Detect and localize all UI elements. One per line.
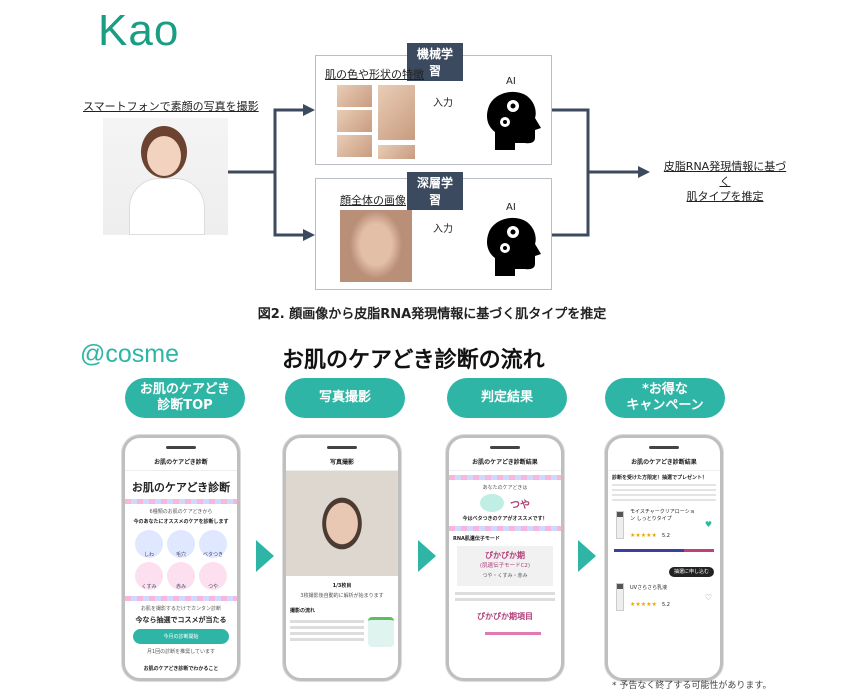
cosme-logo: @cosme: [80, 340, 180, 368]
heart-outline-icon[interactable]: ♡: [704, 592, 712, 602]
mode-sub: (肌遺伝子モードC2): [479, 563, 531, 569]
step-top: お肌のケアどき 診断TOP: [125, 378, 245, 418]
full-face-image: [340, 210, 412, 282]
product-item[interactable]: モイスチャークリアローション しっとりタイプ ★★★★★ 5.2 ♥: [608, 504, 720, 545]
frog-item[interactable]: くすみ: [135, 562, 163, 590]
flow-title: お肌のケアどき診断の流れ: [282, 348, 545, 373]
product-image: [616, 510, 624, 539]
step-campaign: *お得な キャンペーン: [605, 378, 725, 418]
ml-input-label: 入力: [433, 98, 453, 109]
heart-icon[interactable]: ♥: [704, 520, 712, 529]
screen-header: お肌のケアどき診断結果: [608, 453, 720, 471]
smartphone-user-photo: [103, 118, 228, 235]
result-line1: 皮脂RNA発現情報に基づく: [663, 160, 787, 188]
ml-feature-label: 肌の色や形状の特徴: [325, 68, 424, 81]
next-arrow-icon: [256, 540, 274, 572]
items-title: ぴかぴか期項目: [477, 612, 533, 621]
frog-item[interactable]: 赤み: [167, 562, 195, 590]
frog-item[interactable]: 毛穴: [167, 530, 195, 558]
screen-title: お肌のケアどき診断: [131, 481, 231, 494]
nose-crop-image: [337, 135, 372, 157]
photo-count: 1/3枚目: [332, 583, 352, 589]
dl-input-label: 入力: [433, 224, 453, 235]
frog-item[interactable]: しわ: [135, 530, 163, 558]
product-rating: 5.2: [662, 602, 670, 608]
step-photo: 写真撮影: [285, 378, 405, 418]
footnote: * 予告なく終了する可能性があります。: [612, 681, 772, 691]
ml-tag: 機械学習: [407, 43, 463, 81]
screen-sub2: 今のあなたにオススメのケアを診断します: [133, 519, 229, 525]
mode-name: ぴかぴか期: [485, 551, 525, 560]
frog-item[interactable]: ベタつき: [199, 530, 227, 558]
campaign-heading: 診断を受けた方限定！抽選でプレゼント！: [612, 475, 708, 481]
promo-line2: 今なら抽選でコスメが当たる: [135, 616, 227, 624]
dl-tag: 深層学習: [407, 172, 463, 210]
flow-heading: 撮影の流れ: [290, 608, 316, 614]
ml-ai-label: AI: [506, 76, 516, 87]
eye-crop-image: [337, 85, 372, 107]
promo-line1: お肌を撮影するだけでカンタン診断: [140, 606, 221, 612]
kao-logo: Kao: [98, 6, 180, 55]
screen-header: お肌のケアどき診断結果: [449, 453, 561, 471]
start-diagnosis-button[interactable]: 今月の診断開始: [133, 629, 229, 644]
ai-head-icon: [487, 217, 541, 276]
screen-sub1: 6種類のお肌のケアどきから: [149, 509, 213, 515]
phone-campaign: お肌のケアどき診断結果 診断を受けた方限定！抽選でプレゼント！ モイスチャークリ…: [605, 435, 723, 681]
care-note: 今はベタつきのケアがオススメです！: [462, 516, 548, 522]
ai-head-icon: [487, 91, 541, 150]
product-name: UVさらさら乳液: [630, 585, 668, 591]
dl-ai-label: AI: [506, 202, 516, 213]
screen-header: お肌のケアどき診断: [125, 453, 237, 471]
next-arrow-icon: [418, 540, 436, 572]
frog-icon: [368, 617, 394, 647]
product-name: モイスチャークリアローション しっとりタイプ: [630, 509, 695, 522]
phone-photo: 写真撮影 1/3枚目 3枚撮影後自動的に解析が始まります 撮影の流れ: [283, 435, 401, 681]
frog-icon: [480, 494, 504, 512]
product-item[interactable]: UVさらさら乳液 ★★★★★ 5.2 ♡: [608, 579, 720, 615]
phone-result: お肌のケアどき診断結果 あなたのケアどきは つや 今はベタつきのケアがオススメで…: [446, 435, 564, 681]
screen-header: 写真撮影: [286, 453, 398, 471]
face-capture-image: [286, 471, 398, 576]
lips-crop-image: [378, 145, 415, 159]
product-rating: 5.2: [662, 533, 670, 539]
photo-count-note: 3枚撮影後自動的に解析が始まります: [300, 593, 384, 599]
step-result: 判定結果: [447, 378, 567, 418]
section-heading: お肌のケアどき診断でわかること: [143, 666, 219, 672]
source-label: スマートフォンで素顔の写真を撮影: [83, 100, 259, 113]
cheek-crop-image: [378, 85, 415, 140]
care-label: あなたのケアどきは: [482, 485, 528, 491]
mode-label: RNA肌遺伝子モード: [453, 536, 500, 542]
product-image: [616, 583, 624, 611]
recommend-bar: [614, 549, 714, 552]
figure-caption: 図2. 顔画像から皮脂RNA発現情報に基づく肌タイプを推定: [257, 307, 607, 322]
mode-care: つや・くすみ・赤み: [482, 573, 528, 579]
frequency-note: 月1回の診断を推奨しています: [146, 649, 216, 655]
next-arrow-icon: [578, 540, 596, 572]
apply-button[interactable]: 抽選に申し込む: [668, 567, 714, 577]
result-line2: 肌タイプを推定: [686, 189, 764, 203]
result-label: 皮脂RNA発現情報に基づく 肌タイプを推定: [660, 160, 790, 205]
frog-item[interactable]: つや: [199, 562, 227, 590]
care-result: つや: [510, 499, 530, 511]
skin-crop-image: [337, 110, 372, 132]
phone-diagnosis-top: お肌のケアどき診断 お肌のケアどき診断 6種類のお肌のケアどきから 今のあなたに…: [122, 435, 240, 681]
dl-feature-label: 顔全体の画像: [340, 194, 406, 207]
